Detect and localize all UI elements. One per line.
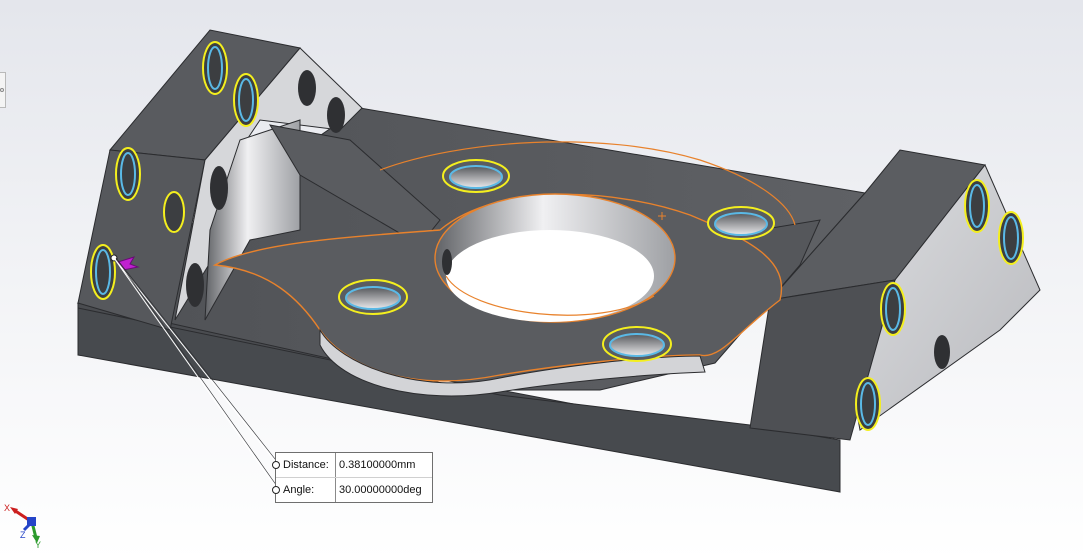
central-bore-through [446,230,654,322]
pad-back-edge [379,141,796,226]
left-block-holes[interactable] [90,41,259,300]
left-block-slot[interactable] [204,119,301,321]
distance-label: Distance: [283,459,329,471]
side-panel-tab-icon[interactable] [0,72,6,108]
base-plate-lower-front[interactable] [77,307,841,493]
origin-plus-marker-icon [658,212,666,220]
angle-row: Angle: 30.00000000deg [272,478,432,502]
triad-z-label: Z [20,530,26,540]
hole-4[interactable] [602,326,672,362]
triad-y-label: Y [35,540,41,548]
distance-value: 0.38100000mm [335,453,415,477]
distance-row: Distance: 0.38100000mm [272,453,432,478]
hole-1[interactable] [442,159,510,193]
hole-3[interactable] [338,279,408,315]
pad-lower-wall [319,328,706,397]
angle-value: 30.00000000deg [335,478,422,502]
callout-leader-lines [113,257,278,490]
right-block-holes[interactable] [855,179,1024,431]
hole-2[interactable] [707,206,775,240]
callout-pin-icon [272,486,280,494]
triad-x-label: X [4,503,10,513]
view-triad-icon: X Z Y [4,503,41,548]
angle-label: Angle: [283,484,315,496]
callout-pin-icon [272,461,280,469]
measure-callout[interactable]: Distance: 0.38100000mm Angle: 30.0000000… [272,452,433,503]
left-block-inner-holes[interactable] [186,70,345,307]
